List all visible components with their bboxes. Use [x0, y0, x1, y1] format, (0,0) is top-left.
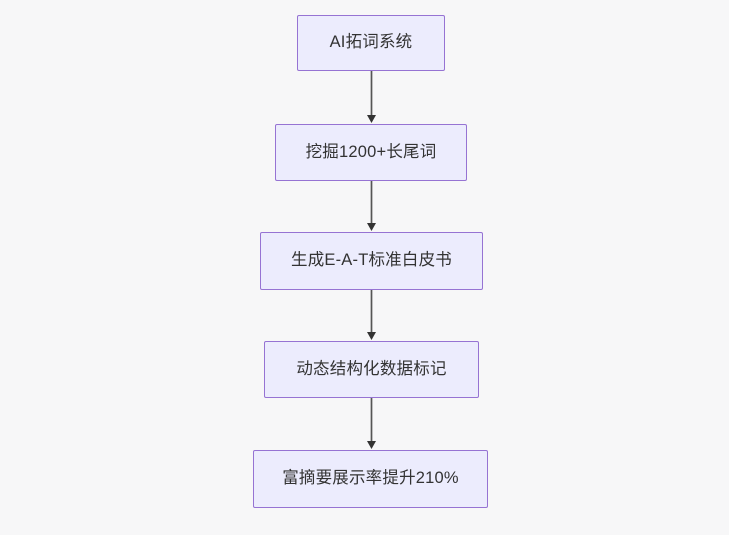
node-label: AI拓词系统	[329, 33, 413, 52]
edge-n2-n3	[366, 181, 377, 232]
node-label: 富摘要展示率提升210%	[282, 469, 459, 488]
node-label: 动态结构化数据标记	[296, 359, 447, 378]
flowchart-node-dynamic-structured-data-markup[interactable]: 动态结构化数据标记	[264, 341, 479, 398]
flowchart-node-mine-longtail-keywords[interactable]: 挖掘1200+长尾词	[275, 124, 467, 181]
edge-n1-n2	[366, 71, 377, 124]
node-label: 挖掘1200+长尾词	[305, 142, 437, 161]
flowchart-node-ai-keyword-system[interactable]: AI拓词系统	[297, 15, 445, 71]
edge-n3-n4	[366, 290, 377, 341]
edge-n4-n5	[366, 398, 377, 450]
node-label: 生成E-A-T标准白皮书	[291, 251, 452, 270]
flowchart-node-generate-eat-whitepaper[interactable]: 生成E-A-T标准白皮书	[260, 232, 483, 290]
flowchart-node-rich-snippet-rate-increase[interactable]: 富摘要展示率提升210%	[253, 450, 488, 508]
